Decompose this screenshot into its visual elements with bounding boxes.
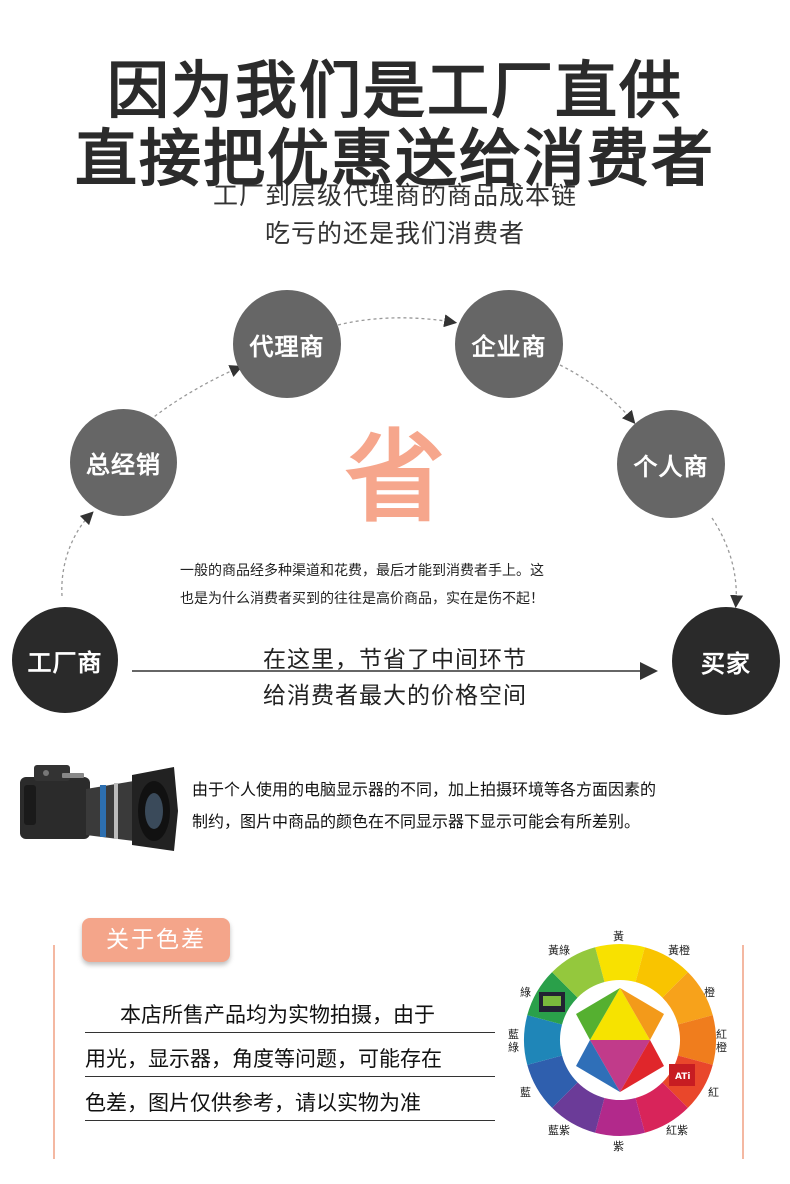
node-factory-label: 工厂商 [27, 648, 103, 677]
headline-line2: 直接把优惠送给消费者 [74, 122, 715, 195]
wheel-segment-yellow [595, 944, 645, 983]
wheel-label-red-purple: 紅紫 [666, 1124, 688, 1137]
wheel-segment-blue-purple [552, 1082, 605, 1133]
channel-note-line1: 一般的商品经多种渠道和花费，最后才能到消费者手上。这 [180, 563, 544, 579]
wheel-label-red: 紅 [708, 1086, 719, 1099]
wheel-label-blue: 藍 [520, 1086, 531, 1099]
arrow-general-to-agent [149, 365, 243, 421]
node-general: 总经销 [70, 409, 177, 516]
arrow-personal-to-buyer [711, 517, 744, 609]
wheel-segment-blue [527, 1055, 578, 1108]
subtitle-line2: 吃亏的还是我们消费者 [264, 219, 525, 248]
wheel-segment-purple [595, 1097, 645, 1136]
wheel-segment-yellow-green [552, 947, 605, 998]
save-glyph: 省 [345, 419, 445, 536]
headline-line1: 因为我们是工厂直供 [106, 54, 683, 127]
wheel-segment-yellow-orange [635, 947, 688, 998]
wheel-label-green: 綠 [520, 986, 531, 999]
node-personal-label: 个人商 [633, 452, 709, 481]
wheel-label-blue-purple: 藍紫 [548, 1124, 570, 1137]
wheel-label-yellow: 黃 [613, 930, 624, 943]
wheel-label-purple: 紫 [613, 1140, 624, 1153]
wheel-segment-red-purple [635, 1082, 688, 1133]
direct-line2: 给消费者最大的价格空间 [263, 683, 527, 709]
camera-icon [20, 765, 178, 851]
direct-line1: 在这里，节省了中间环节 [263, 647, 527, 673]
node-agent: 代理商 [233, 290, 341, 398]
color-wheel: ATi [524, 944, 716, 1136]
node-buyer: 买家 [672, 607, 780, 715]
color-diff-badge: 关于色差 [82, 918, 230, 962]
wheel-segment-blue-green [524, 1015, 563, 1065]
node-agent-label: 代理商 [249, 332, 325, 361]
color-diff-line1: 本店所售产品均为实物拍摄，由于 [85, 993, 495, 1033]
camera-notice-line1: 由于个人使用的电脑显示器的不同，加上拍摄环境等各方面因素的 [192, 780, 657, 799]
wheel-label-blue-green: 藍綠 [508, 1028, 519, 1054]
flow-arrows [61, 314, 744, 680]
arrow-agent-to-enterprise [337, 314, 458, 328]
camera-notice: 由于个人使用的电脑显示器的不同，加上拍摄环境等各方面因素的 制约，图片中商品的颜… [192, 774, 772, 838]
node-buyer-label: 买家 [701, 649, 751, 678]
channel-note: 一般的商品经多种渠道和花费，最后才能到消费者手上。这 也是为什么消费者买到的往往… [180, 557, 640, 613]
ati-logo-box [669, 1064, 695, 1086]
wheel-label-red-orange: 紅橙 [716, 1028, 727, 1054]
ati-logo-text: ATi [675, 1072, 691, 1082]
color-diff-line2: 用光，显示器，角度等问题，可能存在 [85, 1037, 495, 1077]
wheel-segment-orange [662, 972, 713, 1025]
wheel-label-orange: 橙 [704, 986, 715, 999]
right-divider [742, 945, 744, 1159]
wheel-label-yellow-green: 黃綠 [548, 944, 570, 957]
channel-note-line2: 也是为什么消费者买到的往往是高价商品，实在是伤不起！ [180, 591, 544, 607]
subtitle-line1: 工厂到层级代理商的商品成本链 [212, 181, 577, 210]
arrow-factory-to-general [61, 511, 94, 597]
wheel-segment-red-orange [677, 1015, 716, 1065]
node-personal: 个人商 [617, 410, 725, 518]
color-wheel-center [572, 984, 668, 1096]
arrow-enterprise-to-personal [559, 364, 636, 424]
node-factory: 工厂商 [12, 607, 118, 713]
left-divider [53, 945, 55, 1159]
node-enterprise-label: 企业商 [471, 332, 547, 361]
wheel-label-yellow-orange: 黃橙 [668, 944, 690, 957]
camera-notice-line2: 制约，图片中商品的颜色在不同显示器下显示可能会有所差别。 [192, 812, 641, 831]
node-enterprise: 企业商 [455, 290, 563, 398]
color-diff-line3: 色差，图片仅供参考，请以实物为准 [85, 1081, 495, 1121]
node-general-label: 总经销 [86, 451, 161, 479]
